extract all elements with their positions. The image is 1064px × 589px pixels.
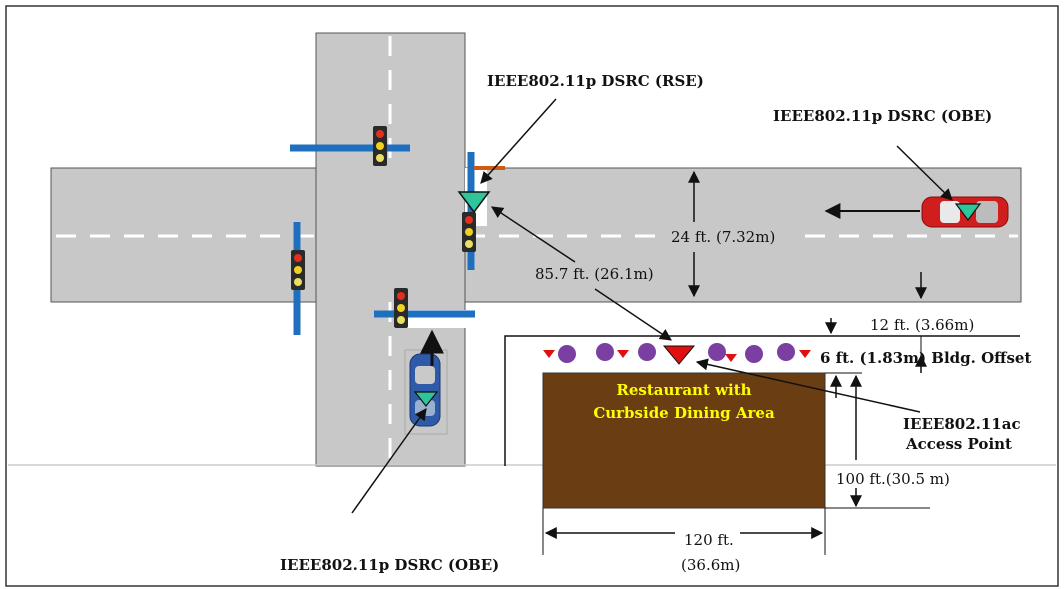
east-west-road (50, 167, 1022, 303)
lane-width-label-bg (667, 226, 795, 246)
distance-leader-up (490, 206, 576, 263)
person-dot-icon (558, 345, 576, 363)
traffic-light-icon (373, 126, 387, 166)
person-dot-icon (596, 343, 614, 361)
restaurant-label-line2: Curbside Dining Area (593, 404, 775, 422)
distance-leader-down (594, 288, 672, 341)
person-dot-icon (638, 343, 656, 361)
distance-label: 85.7 ft. (26.1m) (535, 265, 654, 283)
roads (50, 32, 1022, 467)
person-dot-icon (745, 345, 763, 363)
small-ap-marker-icon (617, 350, 629, 358)
access-point-triangle-marker-icon (662, 345, 696, 365)
curbside-diners (543, 343, 811, 363)
ap-label-line1: IEEE802.11ac (903, 415, 1021, 433)
small-ap-marker-icon (725, 354, 737, 362)
restaurant-label-line1: Restaurant with (616, 381, 751, 399)
setback-label: 12 ft. (3.66m) (870, 316, 974, 334)
intersection-box (317, 169, 464, 301)
property-line (504, 335, 1020, 466)
lane-width-label: 24 ft. (7.32m) (671, 228, 775, 246)
restaurant-building (542, 372, 826, 509)
ap-label-line2: Access Point (905, 435, 1012, 453)
obe-bottom-label: IEEE802.11p DSRC (OBE) (280, 556, 499, 574)
bldg-depth-label: 100 ft.(30.5 m) (836, 470, 950, 488)
person-dot-icon (708, 343, 726, 361)
bldg-width-label-line2: (36.6m) (681, 556, 740, 574)
obe-bottom-leader (351, 408, 427, 514)
traffic-light-icon (394, 288, 408, 328)
rse-leader (480, 98, 557, 184)
person-dot-icon (777, 343, 795, 361)
bldg-width-label-line1: 120 ft. (684, 531, 734, 549)
rse-label: IEEE802.11p DSRC (RSE) (487, 72, 704, 90)
traffic-light-icon (291, 250, 305, 290)
dimension-lines (542, 170, 930, 555)
car-icon (921, 196, 1009, 228)
figure-frame (5, 5, 1059, 587)
ap-leader (695, 358, 921, 413)
bldg-offset-label: 6 ft. (1.83m) Bldg. Offset (820, 349, 1031, 367)
rse-triangle-marker-icon (457, 191, 491, 214)
small-ap-marker-icon (799, 350, 811, 358)
obe-triangle-marker-icon (954, 203, 982, 221)
car-icon (404, 349, 448, 435)
small-ap-marker-icon (543, 350, 555, 358)
obe-triangle-marker-icon (413, 391, 439, 407)
obe-right-label: IEEE802.11p DSRC (OBE) (773, 107, 992, 125)
traffic-light-icon (462, 212, 476, 252)
obe-right-leader (896, 145, 953, 201)
leader-lines (351, 98, 953, 514)
